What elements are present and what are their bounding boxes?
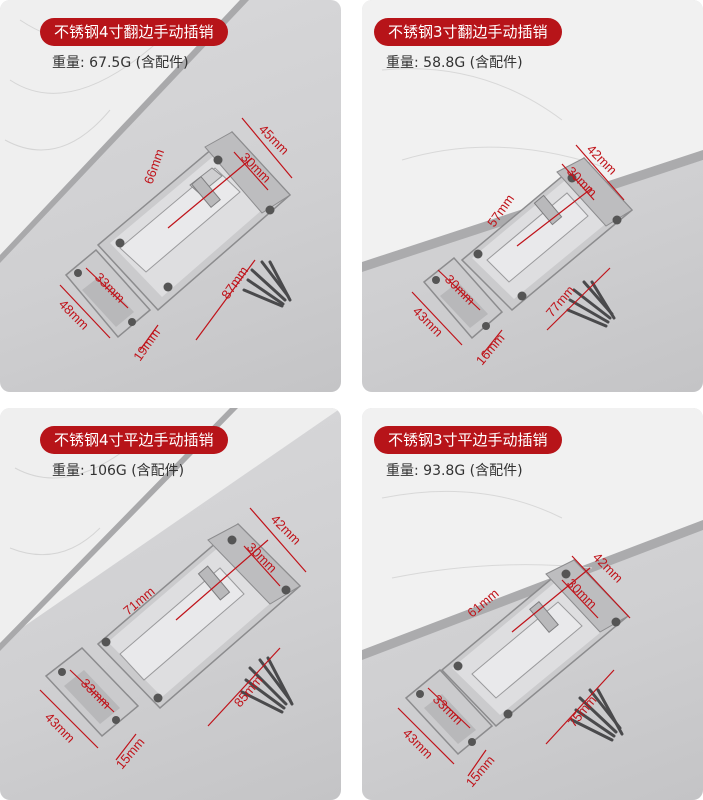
weight-info: 重量: 93.8G (含配件) — [386, 460, 523, 480]
product-photo — [362, 0, 703, 356]
weight-note: (含配件) — [469, 463, 523, 479]
product-card: 不锈钢3寸翻边手动插销 重量: 58.8G (含配件) 42mm 57mm 30… — [362, 0, 703, 392]
dim-total-length: 77mm — [543, 283, 578, 320]
dimension-labels: 45mm 66mm 30mm 87mm 33mm 48mm 19mm — [56, 122, 292, 364]
dim-bolt-length: 61mm — [464, 586, 501, 621]
dim-keeper-height: 43mm — [410, 304, 446, 340]
screw-icon — [242, 260, 292, 308]
weight-label: 重量: — [52, 463, 85, 479]
weight-label: 重量: — [386, 55, 419, 71]
weight-label: 重量: — [386, 463, 419, 479]
weight-value: 58.8G — [423, 55, 466, 71]
dim-width: 42mm — [590, 550, 626, 586]
product-title: 不锈钢3寸平边手动插销 — [374, 426, 562, 454]
dim-total-length: 75mm — [565, 693, 600, 730]
dim-keeper-height: 48mm — [56, 297, 92, 333]
dim-keeper-width: 33mm — [430, 692, 466, 728]
weight-note: (含配件) — [131, 463, 185, 479]
weight-value: 106G — [89, 463, 127, 479]
dim-total-length: 87mm — [218, 264, 251, 302]
dim-bolt-length: 71mm — [120, 584, 157, 619]
product-photo — [0, 0, 293, 351]
dim-keeper-height: 43mm — [42, 710, 78, 746]
screw-icon — [240, 656, 294, 714]
screw-icon — [566, 280, 616, 328]
weight-value: 67.5G — [89, 55, 132, 71]
weight-note: (含配件) — [469, 55, 523, 71]
product-photo — [0, 408, 341, 761]
weight-info: 重量: 106G (含配件) — [52, 460, 184, 480]
screw-icon — [570, 688, 624, 742]
dim-bolt-width: 30mm — [564, 164, 600, 200]
weight-label: 重量: — [52, 55, 85, 71]
product-card: 不锈钢4寸翻边手动插销 重量: 67.5G (含配件) 45mm 66mm 30… — [0, 0, 341, 392]
dim-keeper-length: 15mm — [113, 735, 148, 772]
dim-bolt-length: 66mm — [141, 147, 167, 186]
dim-bolt-width: 30mm — [564, 576, 600, 612]
dim-keeper-length: 15mm — [463, 753, 498, 790]
dim-bolt-width: 30mm — [244, 540, 280, 576]
weight-info: 重量: 58.8G (含配件) — [386, 52, 523, 72]
dim-keeper-height: 43mm — [400, 726, 436, 762]
dim-keeper-width: 33mm — [92, 270, 128, 306]
dim-width: 42mm — [584, 142, 620, 178]
dimension-labels: 42mm 57mm 30mm 77mm 30mm 43mm 16mm — [410, 142, 620, 368]
product-title: 不锈钢4寸平边手动插销 — [40, 426, 228, 454]
dim-width: 42mm — [268, 512, 304, 548]
dim-keeper-width: 30mm — [442, 272, 478, 308]
dim-bolt-width: 30mm — [238, 150, 274, 186]
product-card: 不锈钢3寸平边手动插销 重量: 93.8G (含配件) 42mm 61mm 30… — [362, 408, 703, 800]
dim-bolt-length: 57mm — [484, 192, 517, 230]
dim-total-length: 85mm — [231, 673, 266, 710]
weight-note: (含配件) — [135, 55, 189, 71]
dimension-labels: 42mm 61mm 30mm 75mm 33mm 43mm 15mm — [400, 550, 626, 790]
dim-keeper-width: 33mm — [78, 676, 114, 712]
dim-keeper-length: 16mm — [473, 331, 508, 368]
dimension-labels: 42mm 71mm 30mm 85mm 33mm 43mm 15mm — [42, 512, 304, 772]
dim-width: 45mm — [256, 122, 292, 158]
dim-keeper-length: 19mm — [130, 326, 163, 364]
product-photo — [362, 408, 703, 777]
product-card: 不锈钢4寸平边手动插销 重量: 106G (含配件) 42mm 71mm 30m… — [0, 408, 341, 800]
weight-value: 93.8G — [423, 463, 466, 479]
weight-info: 重量: 67.5G (含配件) — [52, 52, 189, 72]
product-title: 不锈钢4寸翻边手动插销 — [40, 18, 228, 46]
product-title: 不锈钢3寸翻边手动插销 — [374, 18, 562, 46]
